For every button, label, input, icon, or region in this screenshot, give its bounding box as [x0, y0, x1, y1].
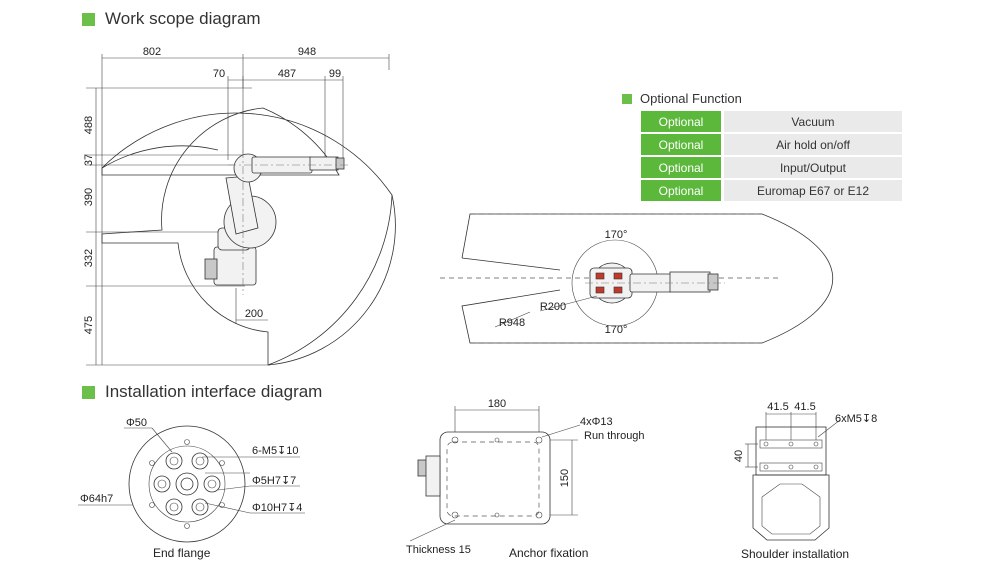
top-view-drawing: 170° 170° R200 R948	[440, 213, 834, 344]
optional-function-title-text: Optional Function	[640, 91, 742, 106]
option-value: Euromap E67 or E12	[721, 180, 902, 201]
option-value: Air hold on/off	[721, 134, 902, 155]
dim-390: 390	[83, 188, 95, 206]
option-key: Optional	[641, 134, 721, 155]
anchor-fixation-caption: Anchor fixation	[509, 546, 589, 560]
shoulder-installation-drawing: 41.5 41.5 6xM5↧8 40	[733, 401, 877, 541]
dim-99: 99	[329, 68, 341, 80]
table-row: Optional Input/Output	[641, 157, 902, 178]
angle-bottom: 170°	[605, 324, 628, 336]
dim-200: 200	[245, 308, 263, 320]
h7-5-label: Φ5H7↧7	[252, 475, 296, 487]
table-row: Optional Air hold on/off	[641, 134, 902, 155]
installation-title: Installation interface diagram	[82, 382, 322, 402]
dim-40: 40	[733, 450, 745, 462]
table-row: Optional Euromap E67 or E12	[641, 180, 902, 201]
option-key: Optional	[641, 111, 721, 132]
thickness-label: Thickness 15	[406, 544, 471, 556]
dim-70: 70	[213, 68, 225, 80]
m5-label: 6-M5↧10	[252, 445, 299, 457]
dim-488: 488	[83, 116, 95, 134]
end-flange-drawing: Φ50 6-M5↧10 Φ5H7↧7 Φ10H7↧4 Φ64h7	[78, 417, 305, 543]
optional-function-table: Optional Vacuum Optional Air hold on/off…	[641, 109, 902, 203]
h7-10-label: Φ10H7↧4	[252, 502, 302, 514]
anchor-fixation-drawing: 180 150 4xΦ13 Run through Thickness 15	[406, 398, 645, 556]
dim-180: 180	[488, 398, 506, 410]
shoulder-installation-caption: Shoulder installation	[741, 547, 850, 561]
work-scope-title: Work scope diagram	[82, 9, 261, 29]
option-key: Optional	[641, 180, 721, 201]
green-square-icon	[622, 93, 632, 104]
dim-41-5-left: 41.5	[767, 401, 788, 413]
end-flange-caption: End flange	[153, 546, 211, 560]
table-row: Optional Vacuum	[641, 111, 902, 132]
dim-41-5-right: 41.5	[794, 401, 815, 413]
screws-label: 6xM5↧8	[835, 413, 877, 425]
installation-title-text: Installation interface diagram	[105, 382, 323, 401]
dim-332: 332	[83, 249, 95, 267]
holes-label: 4xΦ13	[580, 416, 613, 428]
phi64-label: Φ64h7	[80, 493, 113, 505]
option-value: Vacuum	[721, 111, 902, 132]
radius-200: R200	[540, 301, 566, 313]
green-square-icon	[82, 12, 95, 26]
dim-150: 150	[559, 469, 571, 487]
dim-802: 802	[143, 46, 161, 58]
green-square-icon	[82, 385, 95, 399]
side-view-drawing: 802 948 70 487 99 488 37 390 332 475 200	[83, 46, 396, 366]
work-scope-title-text: Work scope diagram	[105, 9, 261, 28]
option-key: Optional	[641, 157, 721, 178]
dim-487: 487	[278, 68, 296, 80]
option-value: Input/Output	[721, 157, 902, 178]
angle-top: 170°	[605, 229, 628, 241]
dim-37: 37	[83, 154, 95, 166]
dim-475: 475	[83, 316, 95, 334]
radius-948: R948	[499, 317, 525, 329]
phi50-label: Φ50	[126, 417, 147, 429]
dim-948: 948	[298, 46, 316, 58]
optional-function-title: Optional Function	[622, 91, 742, 106]
run-through-label: Run through	[584, 430, 645, 442]
